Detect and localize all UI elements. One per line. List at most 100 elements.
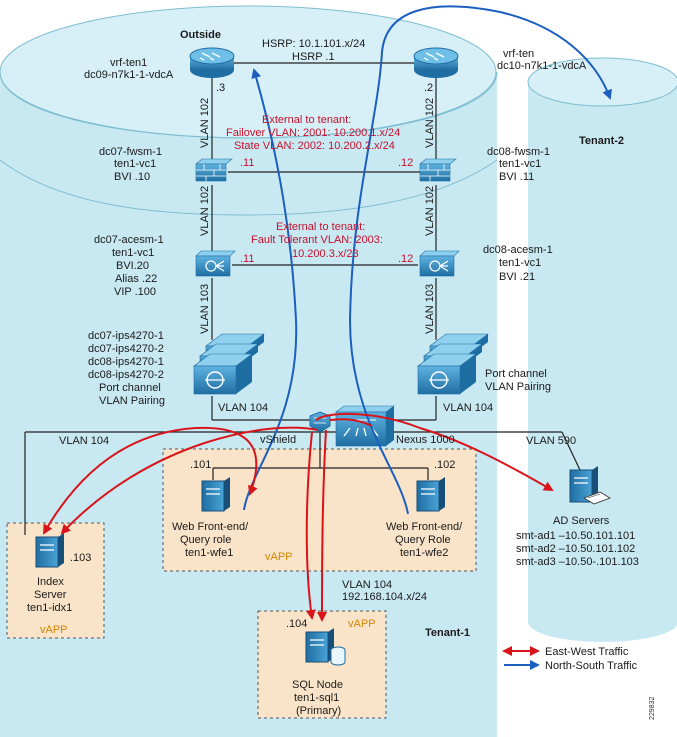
vlan-102-left-upper: VLAN 102: [199, 98, 211, 148]
index-label: Server: [34, 589, 67, 601]
ips-stack-right-icon[interactable]: [417, 333, 489, 395]
legend-east-west: East-West Traffic: [545, 646, 629, 658]
fault-tolerant-vlan-label: Fault Tolerant VLAN: 2003:: [251, 234, 383, 246]
sql-vlan-label: VLAN 104: [342, 579, 392, 591]
hsrp-vip-label: HSRP .1: [292, 51, 335, 63]
ips-left-label: VLAN Pairing: [99, 395, 165, 407]
figure-id: 229832: [649, 697, 656, 720]
ace-right-label: ten1-vc1: [499, 257, 541, 269]
legend-north-south: North-South Traffic: [545, 660, 638, 672]
ace-left-label: Alias .22: [115, 273, 157, 285]
ace-left-icon[interactable]: [195, 250, 236, 277]
web-server-1-icon[interactable]: [201, 477, 230, 512]
ace-left-ip: .11: [240, 253, 254, 265]
fw-left-label: BVI .10: [114, 171, 150, 183]
router-right-label: dc10-n7k1-1-vdcA: [497, 60, 587, 72]
ips-right-label: Port channel: [485, 368, 547, 380]
router-right-icon[interactable]: [413, 47, 459, 78]
tenant-2-label: Tenant-2: [579, 135, 624, 147]
legend: [502, 646, 540, 670]
ips-stack-left-icon[interactable]: [193, 333, 265, 395]
firewall-right-icon[interactable]: [419, 158, 457, 182]
web-1-label: Web Front-end/: [172, 521, 249, 533]
index-server-icon[interactable]: [35, 533, 64, 568]
ad-servers-title: AD Servers: [553, 515, 610, 527]
web-2-label: Web Front-end/: [386, 521, 463, 533]
ips-left-label: dc08-ips4270-2: [88, 369, 164, 381]
web-2-label: Query Role: [395, 534, 451, 546]
ace-left-label: dc07-acesm-1: [94, 234, 164, 246]
ips-left-label: dc07-ips4270-2: [88, 343, 164, 355]
outside-label: Outside: [180, 29, 221, 41]
ace-right-label: dc08-acesm-1: [483, 244, 553, 256]
east-west-traffic: [43, 412, 554, 622]
fw-left-label: ten1-vc1: [114, 158, 156, 170]
ace-left-label: BVI.20: [116, 260, 149, 272]
vlan-104-right-ips: VLAN 104: [443, 402, 493, 414]
router-left-label: vrf-ten1: [110, 57, 147, 69]
hsrp-network-label: HSRP: 10.1.101.x/24: [262, 38, 365, 50]
fw-left-ip: .11: [240, 157, 254, 169]
fw-right-label: ten1-vc1: [499, 158, 541, 170]
vapp-label-web: vAPP: [265, 551, 293, 563]
vlan-103-left: VLAN 103: [199, 284, 211, 334]
sql-ip: .104: [286, 618, 307, 630]
ad-server-1: smt-ad1 –10.50.101.101: [516, 530, 635, 542]
sql-subnet-label: 192.168.104.x/24: [342, 591, 427, 603]
web-1-ip: .101: [190, 459, 211, 471]
tenant-2-cylinder: [527, 57, 677, 642]
nexus-1000-label: Nexus 1000: [396, 434, 455, 446]
vlan-104-bus-label: VLAN 104: [59, 435, 109, 447]
vlan-590-label: VLAN 590: [526, 435, 576, 447]
web-1-label: Query role: [180, 534, 231, 546]
fw-left-label: dc07-fwsm-1: [99, 146, 162, 158]
router-left-ip: .3: [216, 82, 225, 94]
vlan-103-right: VLAN 103: [424, 284, 436, 334]
state-vlan-label: State VLAN: 2002: 10.200.2.x/24: [234, 140, 395, 152]
ips-left-label: dc07-ips4270-1: [88, 330, 164, 342]
ad-server-2: smt-ad2 –10.50.101.102: [516, 543, 635, 555]
ips-left-label: dc08-ips4270-1: [88, 356, 164, 368]
router-right-ip: .2: [424, 82, 433, 94]
vapp-label-sql: vAPP: [348, 618, 376, 630]
sql-label: ten1-sql1: [294, 692, 339, 704]
index-label: Index: [37, 576, 64, 588]
ace-left-label: ten1-vc1: [112, 247, 154, 259]
router-right-label: vrf-ten: [503, 48, 534, 60]
vshield-label: vShield: [260, 434, 296, 446]
fw-right-ip: .12: [398, 157, 413, 169]
fw-right-label: dc08-fwsm-1: [487, 146, 550, 158]
web-2-ip: .102: [434, 459, 455, 471]
fault-tolerant-subnet-label: 10.200.3.x/23: [292, 248, 359, 260]
sql-label: (Primary): [296, 705, 341, 717]
router-left-label: dc09-n7k1-1-vdcA: [84, 69, 174, 81]
sql-label: SQL Node: [292, 679, 343, 691]
external-vlan-heading: External to tenant:: [262, 114, 351, 126]
vapp-box-sql: [257, 610, 387, 719]
index-ip: .103: [70, 552, 91, 564]
ips-right-label: VLAN Pairing: [485, 381, 551, 393]
ace-left-label: VIP .100: [114, 286, 156, 298]
ace-right-ip: .12: [398, 253, 413, 265]
vlan-102-right-lower: VLAN 102: [424, 186, 436, 236]
sql-server-icon[interactable]: [305, 628, 346, 666]
fw-right-label: BVI .11: [499, 171, 534, 183]
ace-right-icon[interactable]: [419, 250, 460, 277]
firewall-left-icon[interactable]: [195, 158, 233, 182]
index-label: ten1-idx1: [27, 602, 72, 614]
router-left-icon[interactable]: [189, 47, 235, 78]
web-1-label: ten1-wfe1: [185, 547, 233, 559]
ad-server-3: smt-ad3 –10.50-.101.103: [516, 556, 639, 568]
fault-tolerant-heading: External to tenant:: [276, 221, 365, 233]
tenant-1-label: Tenant-1: [425, 627, 470, 639]
vlan-104-left-ips: VLAN 104: [218, 402, 268, 414]
web-2-label: ten1-wfe2: [400, 547, 448, 559]
ad-server-icon[interactable]: [569, 466, 611, 505]
failover-vlan-label: Failover VLAN: 2001: 10.200.1.x/24: [226, 127, 400, 139]
ips-left-label: Port channel: [99, 382, 161, 394]
web-server-2-icon[interactable]: [416, 477, 445, 512]
ace-right-label: BVI .21: [499, 271, 535, 283]
north-south-traffic: [243, 5, 612, 515]
topology-links: [24, 62, 581, 535]
